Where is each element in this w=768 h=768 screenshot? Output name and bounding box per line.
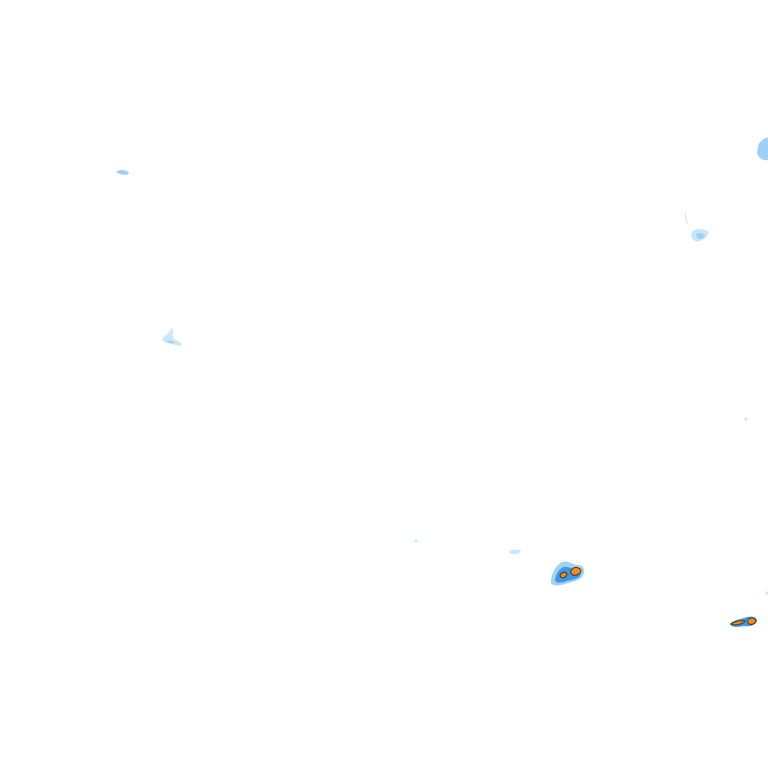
precip-cell-small-center-bottom: [414, 417, 768, 595]
precip-cell-strong-center: [551, 561, 585, 586]
precip-cell-left-upper-speck: [117, 169, 129, 175]
precip-cell-far-right-edge: [757, 137, 768, 161]
precip-cell-left-middle-streak: [162, 327, 182, 346]
precip-cell-right-upper-cluster: [684, 211, 709, 242]
precip-cell-strong-right-bottom: [729, 616, 757, 627]
